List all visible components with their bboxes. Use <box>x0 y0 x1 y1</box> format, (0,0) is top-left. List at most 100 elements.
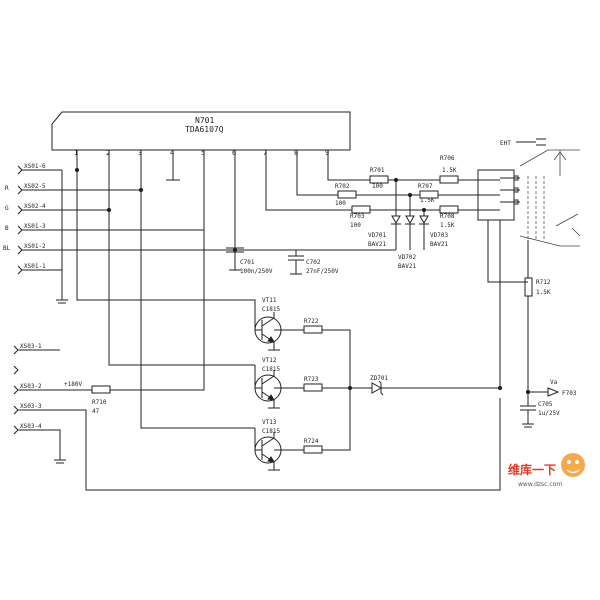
crt-socket <box>477 149 581 247</box>
g2-label: Va <box>550 379 558 386</box>
c705-value: 1u/25V <box>538 410 560 417</box>
r710-value: 47 <box>92 408 100 415</box>
vt12-ref: VT12 <box>262 357 277 364</box>
xs603-pin-3: XS03-3 <box>20 403 42 410</box>
r724-ref: R724 <box>304 438 319 445</box>
resistor-r724 <box>303 445 323 454</box>
xs603-pin-1: XS03-1 <box>20 343 42 350</box>
resistor-r723 <box>303 383 323 392</box>
xs601-pin-3: XS01-3 <box>24 223 46 230</box>
resistor-r703 <box>351 205 371 214</box>
xs603-pin-2: XS03-2 <box>20 383 42 390</box>
r701-value: 100 <box>372 183 383 190</box>
clamp-diodes: VD701 BAV21 VD702 BAV21 VD703 BAV21 <box>368 177 448 270</box>
resistor-r706 <box>439 175 459 184</box>
ic-pin-6: 6 <box>232 149 236 157</box>
ic-pin-labels: 1 2 3 4 5 6 7 8 9 <box>74 149 329 157</box>
r708-ref: R708 <box>440 213 455 220</box>
r702-value: 100 <box>335 200 346 207</box>
vt11-ref: VT11 <box>262 297 277 304</box>
watermark-text: 维库一下 <box>508 462 556 477</box>
diode-vd703 <box>419 215 429 225</box>
r707-value: 1.5K <box>420 197 435 204</box>
flash-resistors: R706 1.5K R707 1.5K R708 1.5K <box>418 155 500 229</box>
r706-ref: R706 <box>440 155 455 162</box>
ic-n701: N701 TDA6107Q 1 2 3 4 5 6 7 8 9 <box>51 111 351 181</box>
transistor-vt13: VT13 C1815 <box>254 419 282 471</box>
resistor-r702 <box>337 190 357 199</box>
base-resistors: R722 R723 R724 <box>274 318 353 454</box>
ic-ref: N701 <box>195 116 214 125</box>
vt13-ref: VT13 <box>262 419 277 426</box>
ic-pin-8: 8 <box>294 149 298 157</box>
xs601-pin-5: XS02-5 <box>24 183 46 190</box>
r708-value: 1.5K <box>440 222 455 229</box>
c701-ref: C701 <box>240 259 255 266</box>
ic-pin-1: 1 <box>74 149 78 157</box>
xs601-signal-b: B <box>5 225 9 232</box>
ic-pin-2: 2 <box>106 149 110 157</box>
diode-vd701 <box>391 215 401 225</box>
ic-pin-4: 4 <box>170 149 174 157</box>
connector-xs603: XS03-1 XS03-2 XS03-3 XS03-4 <box>13 343 501 491</box>
vt12-part: C1815 <box>262 366 280 373</box>
vd702-ref: VD702 <box>398 254 416 261</box>
ic-pin-3: 3 <box>138 149 142 157</box>
resistor-r710 <box>91 385 111 394</box>
diode-vd702 <box>405 215 415 225</box>
r712-value: 1.5K <box>536 289 551 296</box>
resistor-r701 <box>369 175 389 184</box>
r701-ref: R701 <box>370 167 385 174</box>
c702-value: 27nF/250V <box>306 268 339 275</box>
r723-ref: R723 <box>304 376 319 383</box>
vt11-part: C1815 <box>262 306 280 313</box>
c705-ref: C705 <box>538 401 553 408</box>
c701-value: 100n/250V <box>240 268 273 275</box>
watermark-url: www.dzsc.com <box>518 481 562 488</box>
r710-ref: R710 <box>92 399 107 406</box>
supply-label: +180V <box>64 381 82 388</box>
output-resistors: R701 100 R702 100 R703 100 <box>265 158 440 229</box>
vd703-ref: VD703 <box>430 232 448 239</box>
xs601-pin-6: XS01-6 <box>24 163 46 170</box>
vd703-part: BAV21 <box>430 241 448 248</box>
xs601-pin-1: XS01-1 <box>24 263 46 270</box>
transistor-base-leads <box>254 320 262 451</box>
ic-pin-7: 7 <box>263 149 267 157</box>
r702-ref: R702 <box>335 183 350 190</box>
eht-label: EHT <box>500 140 511 147</box>
c702-ref: C702 <box>306 259 321 266</box>
r706-value: 1.5K <box>442 167 457 174</box>
vt13-part: C1815 <box>262 428 280 435</box>
r707-ref: R707 <box>418 183 433 190</box>
vd701-part: BAV21 <box>368 241 386 248</box>
ic-part: TDA6107Q <box>185 125 224 134</box>
r703-value: 100 <box>350 222 361 229</box>
eht-lead: EHT <box>500 138 546 147</box>
resistor-r712 <box>524 277 533 297</box>
vd701-ref: VD701 <box>368 232 386 239</box>
supply-capacitors: C701 100n/250V C702 27nF/250V <box>226 158 396 275</box>
xs601-pin-4: XS02-4 <box>24 203 46 210</box>
resistor-r708 <box>439 205 459 214</box>
g2-network: R712 1.5K Va F703 C705 1u/25V <box>487 220 577 428</box>
xs601-signal-bl: BL <box>3 245 11 252</box>
connector-xs601: XS01-6 XS02-5 XS02-4 XS01-3 XS01-2 XS01-… <box>3 163 235 304</box>
supply-180v: +180V R710 47 <box>64 230 205 415</box>
resistor-r722 <box>303 325 323 334</box>
transistor-vt11: VT11 C1815 <box>254 297 282 351</box>
xs603-pin-4: XS03-4 <box>20 423 42 430</box>
transistor-vt12: VT12 C1815 <box>254 357 282 409</box>
xs601-signal-g: G <box>5 205 9 212</box>
g2-ref: F703 <box>562 390 577 397</box>
r722-ref: R722 <box>304 318 319 325</box>
watermark-logo: 维库一下 www.dzsc.com <box>508 453 585 488</box>
xs601-pin-2: XS01-2 <box>24 243 46 250</box>
r712-ref: R712 <box>536 279 551 286</box>
zd701-ref: ZD701 <box>370 375 388 382</box>
ic-pin-9: 9 <box>325 149 329 157</box>
vd702-part: BAV21 <box>398 263 416 270</box>
r703-ref: R703 <box>350 213 365 220</box>
xs601-signal-r: R <box>5 185 9 192</box>
